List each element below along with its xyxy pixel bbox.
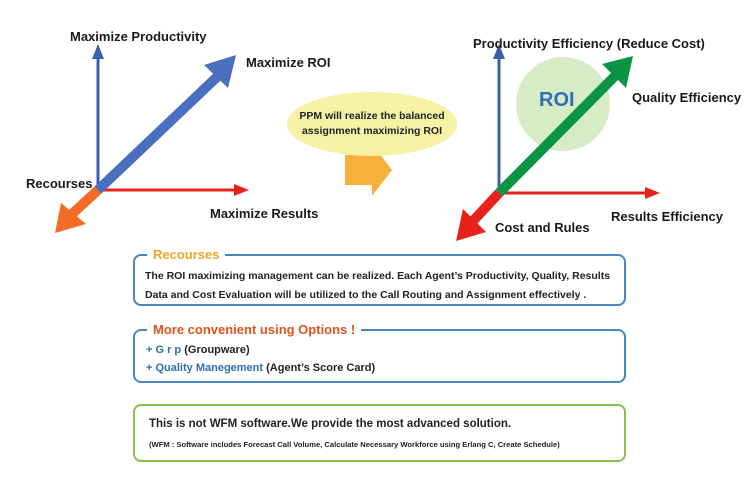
right-origin-label: Cost and Rules (495, 220, 590, 235)
left-origin-label: Recourses (26, 176, 93, 191)
left-roi-label: Maximize ROI (246, 55, 331, 70)
left-roi-arrowhead (204, 55, 236, 88)
options-box: More convenient using Options ! + G r p … (133, 322, 626, 383)
right-roi-arrow-shaft (495, 72, 619, 197)
recourses-box: Recourses The ROI maximizing management … (133, 247, 626, 306)
left-x-axis-arrowhead (234, 184, 249, 196)
right-diagram (456, 44, 660, 241)
option-quality-name: + Quality Manegement (146, 362, 264, 374)
left-roi-arrow-shaft (94, 72, 222, 194)
ppm-bubble-line2: assignment maximizing ROI (301, 125, 443, 137)
roi-circle-label: ROI (539, 89, 575, 111)
recourses-box-title: Recourses (147, 247, 226, 263)
right-cost-arrow-shaft (469, 189, 503, 225)
wfm-box-line1: This is not WFM software.We provide the … (149, 418, 512, 430)
option-grp-desc: (Groupware) (184, 344, 250, 356)
left-diagram (55, 44, 249, 233)
recourses-box-line2: Data and Cost Evaluation will be utilize… (145, 289, 587, 301)
left-x-axis-label: Maximize Results (210, 206, 319, 221)
left-recourses-arrow-shaft (68, 186, 102, 218)
right-y-axis-arrowhead (493, 44, 505, 59)
wfm-box: This is not WFM software.We provide the … (133, 404, 626, 462)
right-x-axis-label: Results Efficiency (611, 209, 723, 224)
transition-arrow (345, 144, 392, 196)
left-recourses-arrowhead (55, 203, 86, 233)
left-y-axis-label: Maximize Productivity (70, 29, 207, 44)
roi-circle (516, 57, 610, 151)
option-quality-desc: (Agent’s Score Card) (266, 362, 376, 374)
option-grp-name: + G r p (146, 344, 182, 356)
right-y-axis-label: Productivity Efficiency (Reduce Cost) (473, 36, 705, 51)
right-x-axis-arrowhead (645, 187, 660, 199)
right-quality-label: Quality Efficiency (632, 90, 742, 105)
ppm-bubble: PPM will realize the balanced assignment… (287, 92, 457, 156)
option-quality: + Quality Manegement (Agent’s Score Card… (146, 362, 375, 374)
wfm-box-line2: (WFM : Software includes Forecast Call V… (149, 440, 560, 449)
recourses-box-body: The ROI maximizing management can be rea… (145, 267, 610, 305)
options-box-title: More convenient using Options ! (147, 322, 362, 338)
right-cost-arrowhead (456, 209, 486, 241)
option-grp: + G r p (Groupware) (146, 344, 250, 356)
recourses-box-line1: The ROI maximizing management can be rea… (145, 270, 611, 282)
left-y-axis-arrowhead (92, 44, 104, 59)
ppm-bubble-line1: PPM will realize the balanced (299, 110, 445, 122)
right-roi-arrowhead (602, 56, 633, 88)
